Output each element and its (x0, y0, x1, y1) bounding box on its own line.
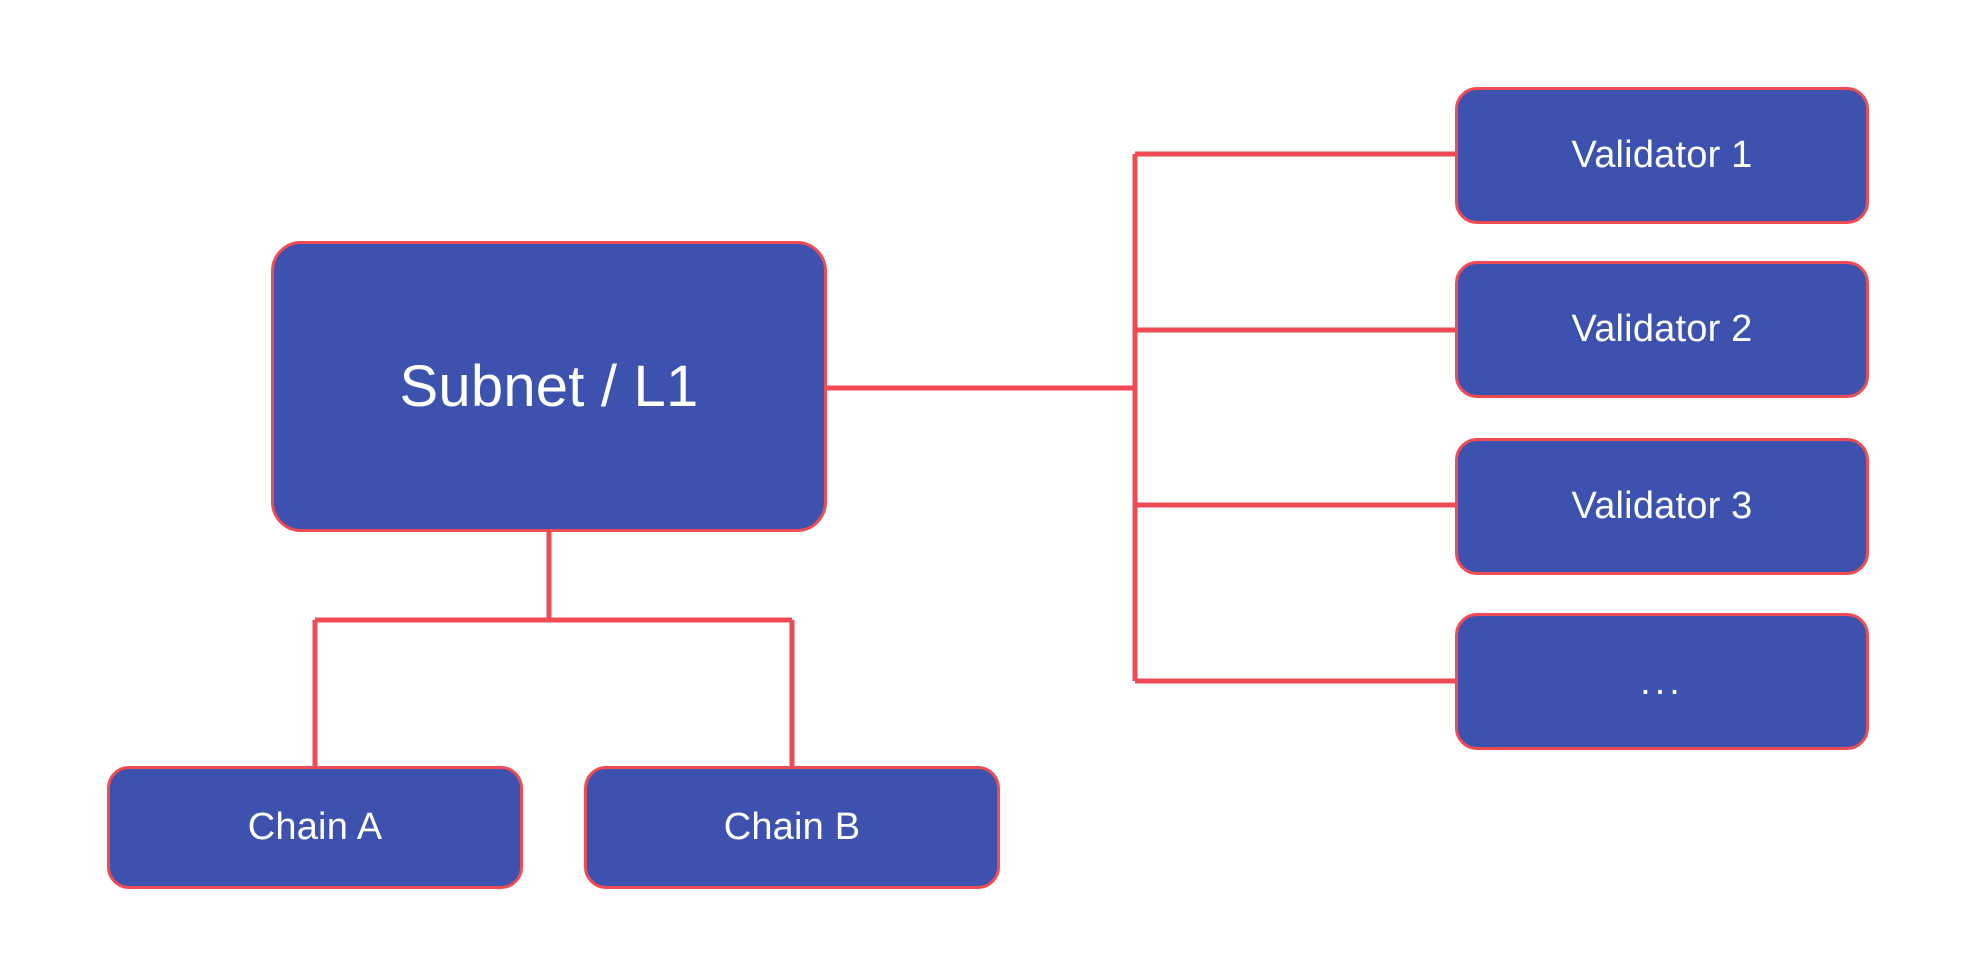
node-chain-a-label: Chain A (247, 806, 383, 848)
node-validator-3-label: Validator 3 (1571, 485, 1753, 527)
node-subnet-l1[interactable]: Subnet / L1 (271, 241, 827, 532)
node-chain-a[interactable]: Chain A (107, 766, 523, 889)
node-validator-1[interactable]: Validator 1 (1455, 87, 1869, 224)
node-subnet-l1-label: Subnet / L1 (399, 354, 699, 419)
node-validator-3[interactable]: Validator 3 (1455, 438, 1869, 575)
node-chain-b[interactable]: Chain B (584, 766, 1000, 889)
node-validator-more-label: ... (1640, 660, 1684, 703)
node-validator-more[interactable]: ... (1455, 613, 1869, 750)
node-chain-b-label: Chain B (723, 806, 861, 848)
node-validator-2-label: Validator 2 (1571, 308, 1753, 350)
node-validator-2[interactable]: Validator 2 (1455, 261, 1869, 398)
node-validator-1-label: Validator 1 (1571, 134, 1753, 176)
